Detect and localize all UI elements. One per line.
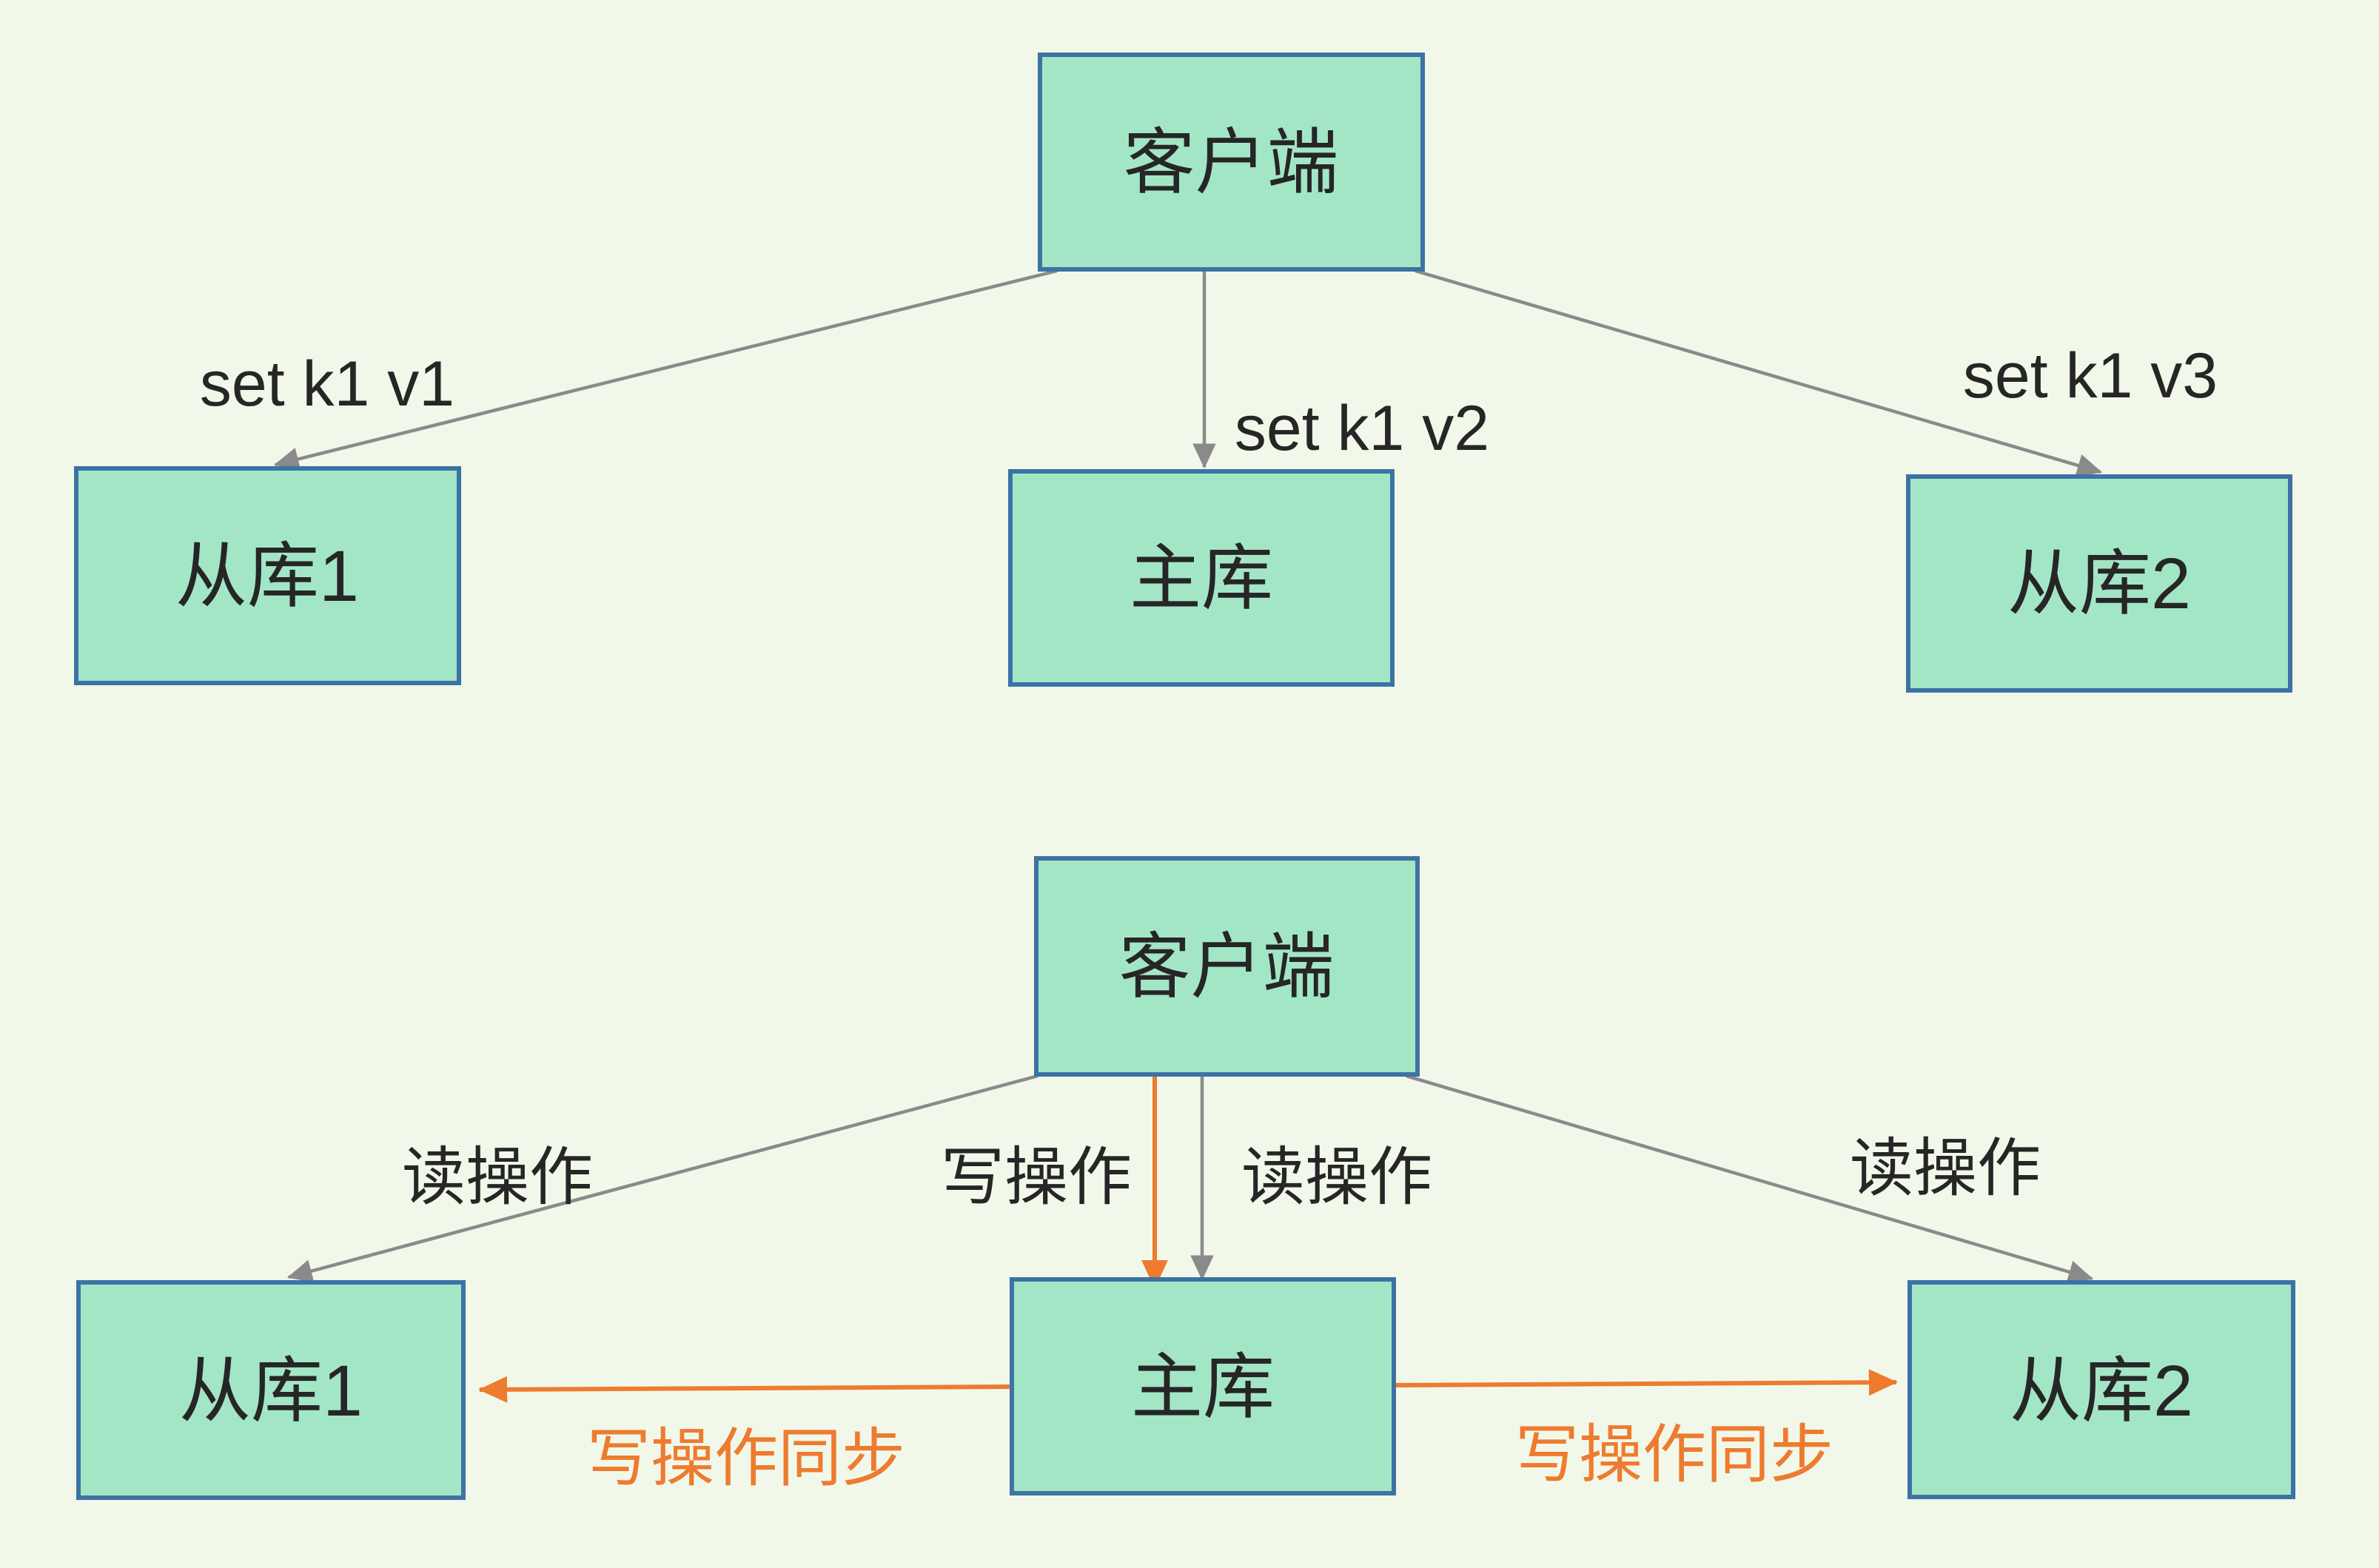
- arrow-sync-master-to-slave1: [478, 1376, 1013, 1403]
- arrow-read-client-to-slave1: [286, 1074, 1038, 1283]
- edge-label-write-master: 写操作: [941, 1142, 1132, 1213]
- node-slave1-bottom-label: 从库1: [179, 1350, 363, 1431]
- arrow-client-to-slave1-top: [273, 269, 1058, 471]
- edge-label-read-slave1: 读操作: [402, 1142, 593, 1213]
- node-master-bottom-label: 主库: [1131, 1347, 1275, 1427]
- node-master-top-label: 主库: [1130, 538, 1273, 619]
- node-slave2-top-label: 从库2: [2007, 543, 2191, 624]
- node-slave1-top-box: [74, 466, 461, 685]
- edge-label-set-k1-v1: set k1 v1: [200, 349, 454, 420]
- node-master-top-box: [1008, 469, 1395, 687]
- node-slave1-bottom-box: [76, 1280, 466, 1500]
- node-client-bottom: 客户端: [1034, 856, 1420, 1077]
- node-slave2-bottom-box: [1907, 1280, 2295, 1499]
- node-client-top: 客户端: [1038, 53, 1425, 272]
- node-client-bottom-label: 客户端: [1119, 926, 1335, 1007]
- node-slave2-bottom-label: 从库2: [2010, 1350, 2193, 1431]
- diagram-bottom: 读操作 写操作 读操作 读操作 写操作同步 写操作同步 客户端 从库1 主库 从…: [76, 856, 2295, 1500]
- edge-label-sync-slave2: 写操作同步: [1515, 1419, 1833, 1490]
- node-slave1-top-label: 从库1: [175, 536, 359, 616]
- arrow-read-client-to-slave2: [1406, 1074, 2094, 1284]
- edge-label-read-master: 读操作: [1241, 1142, 1432, 1213]
- arrow-sync-master-to-slave2: [1393, 1369, 1898, 1396]
- node-client-top-box: [1038, 53, 1425, 272]
- edge-label-set-k1-v2: set k1 v2: [1235, 393, 1489, 464]
- node-slave2-top-box: [1906, 474, 2292, 693]
- node-master-bottom: 主库: [1010, 1277, 1396, 1495]
- node-slave1-top: 从库1: [74, 466, 461, 685]
- node-slave2-bottom: 从库2: [1907, 1280, 2295, 1499]
- diagram-top: set k1 v1 set k1 v2 set k1 v3 客户端 从库1 主库…: [74, 53, 2292, 693]
- arrow-client-to-slave2-top: [1415, 269, 2103, 477]
- edge-label-sync-slave1: 写操作同步: [587, 1423, 905, 1494]
- node-slave1-bottom: 从库1: [76, 1280, 466, 1500]
- node-master-bottom-box: [1010, 1277, 1396, 1495]
- edge-label-read-slave2: 读操作: [1850, 1133, 2041, 1204]
- node-client-top-label: 客户端: [1124, 122, 1339, 203]
- node-client-bottom-box: [1034, 856, 1420, 1077]
- edge-label-set-k1-v3: set k1 v3: [1963, 340, 2218, 411]
- node-master-top: 主库: [1008, 469, 1395, 687]
- node-slave2-top: 从库2: [1906, 474, 2292, 693]
